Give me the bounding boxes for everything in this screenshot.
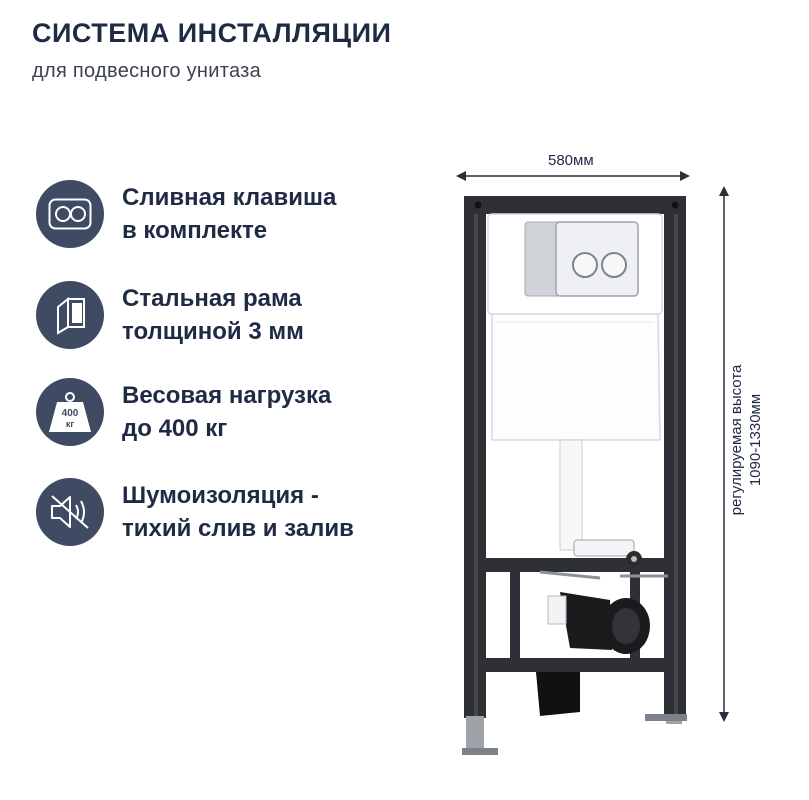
feature-steel-frame: Стальная рама толщиной 3 мм <box>36 281 304 349</box>
feature-text: Стальная рама толщиной 3 мм <box>122 282 304 348</box>
feature-line: Стальная рама <box>122 285 302 312</box>
feature-line: в комплекте <box>122 217 268 244</box>
feature-line: толщиной 3 мм <box>122 318 304 345</box>
flush-button-icon <box>36 180 104 248</box>
height-arrow <box>719 186 729 722</box>
page-title: СИСТЕМА ИНСТАЛЛЯЦИИ <box>32 18 392 48</box>
feature-weight-load: 400 кг Весовая нагрузка до 400 кг <box>36 378 331 446</box>
svg-text:кг: кг <box>66 419 75 429</box>
svg-text:400: 400 <box>62 408 79 419</box>
width-dimension-label: 580мм <box>548 152 594 169</box>
feature-text: Весовая нагрузка до 400 кг <box>122 379 331 445</box>
feature-line: Весовая нагрузка <box>122 382 332 409</box>
feature-text: Сливная клавиша в комплекте <box>122 181 336 247</box>
feature-line: Шумоизоляция - <box>122 482 319 509</box>
page-subtitle: для подвесного унитаза <box>32 60 262 82</box>
feature-line: до 400 кг <box>122 415 228 442</box>
steel-frame-icon <box>36 281 104 349</box>
installation-frame-image <box>456 171 729 755</box>
sound-off-icon <box>36 478 104 546</box>
width-arrow <box>456 171 690 181</box>
feature-line: Сливная клавиша <box>122 184 337 211</box>
feature-line: тихий слив и залив <box>122 515 354 542</box>
feature-noise-isolation: Шумоизоляция - тихий слив и залив <box>36 478 354 546</box>
feature-flush-button: Сливная клавиша в комплекте <box>36 180 336 248</box>
weight-icon: 400 кг <box>36 378 104 446</box>
feature-text: Шумоизоляция - тихий слив и залив <box>122 479 354 545</box>
